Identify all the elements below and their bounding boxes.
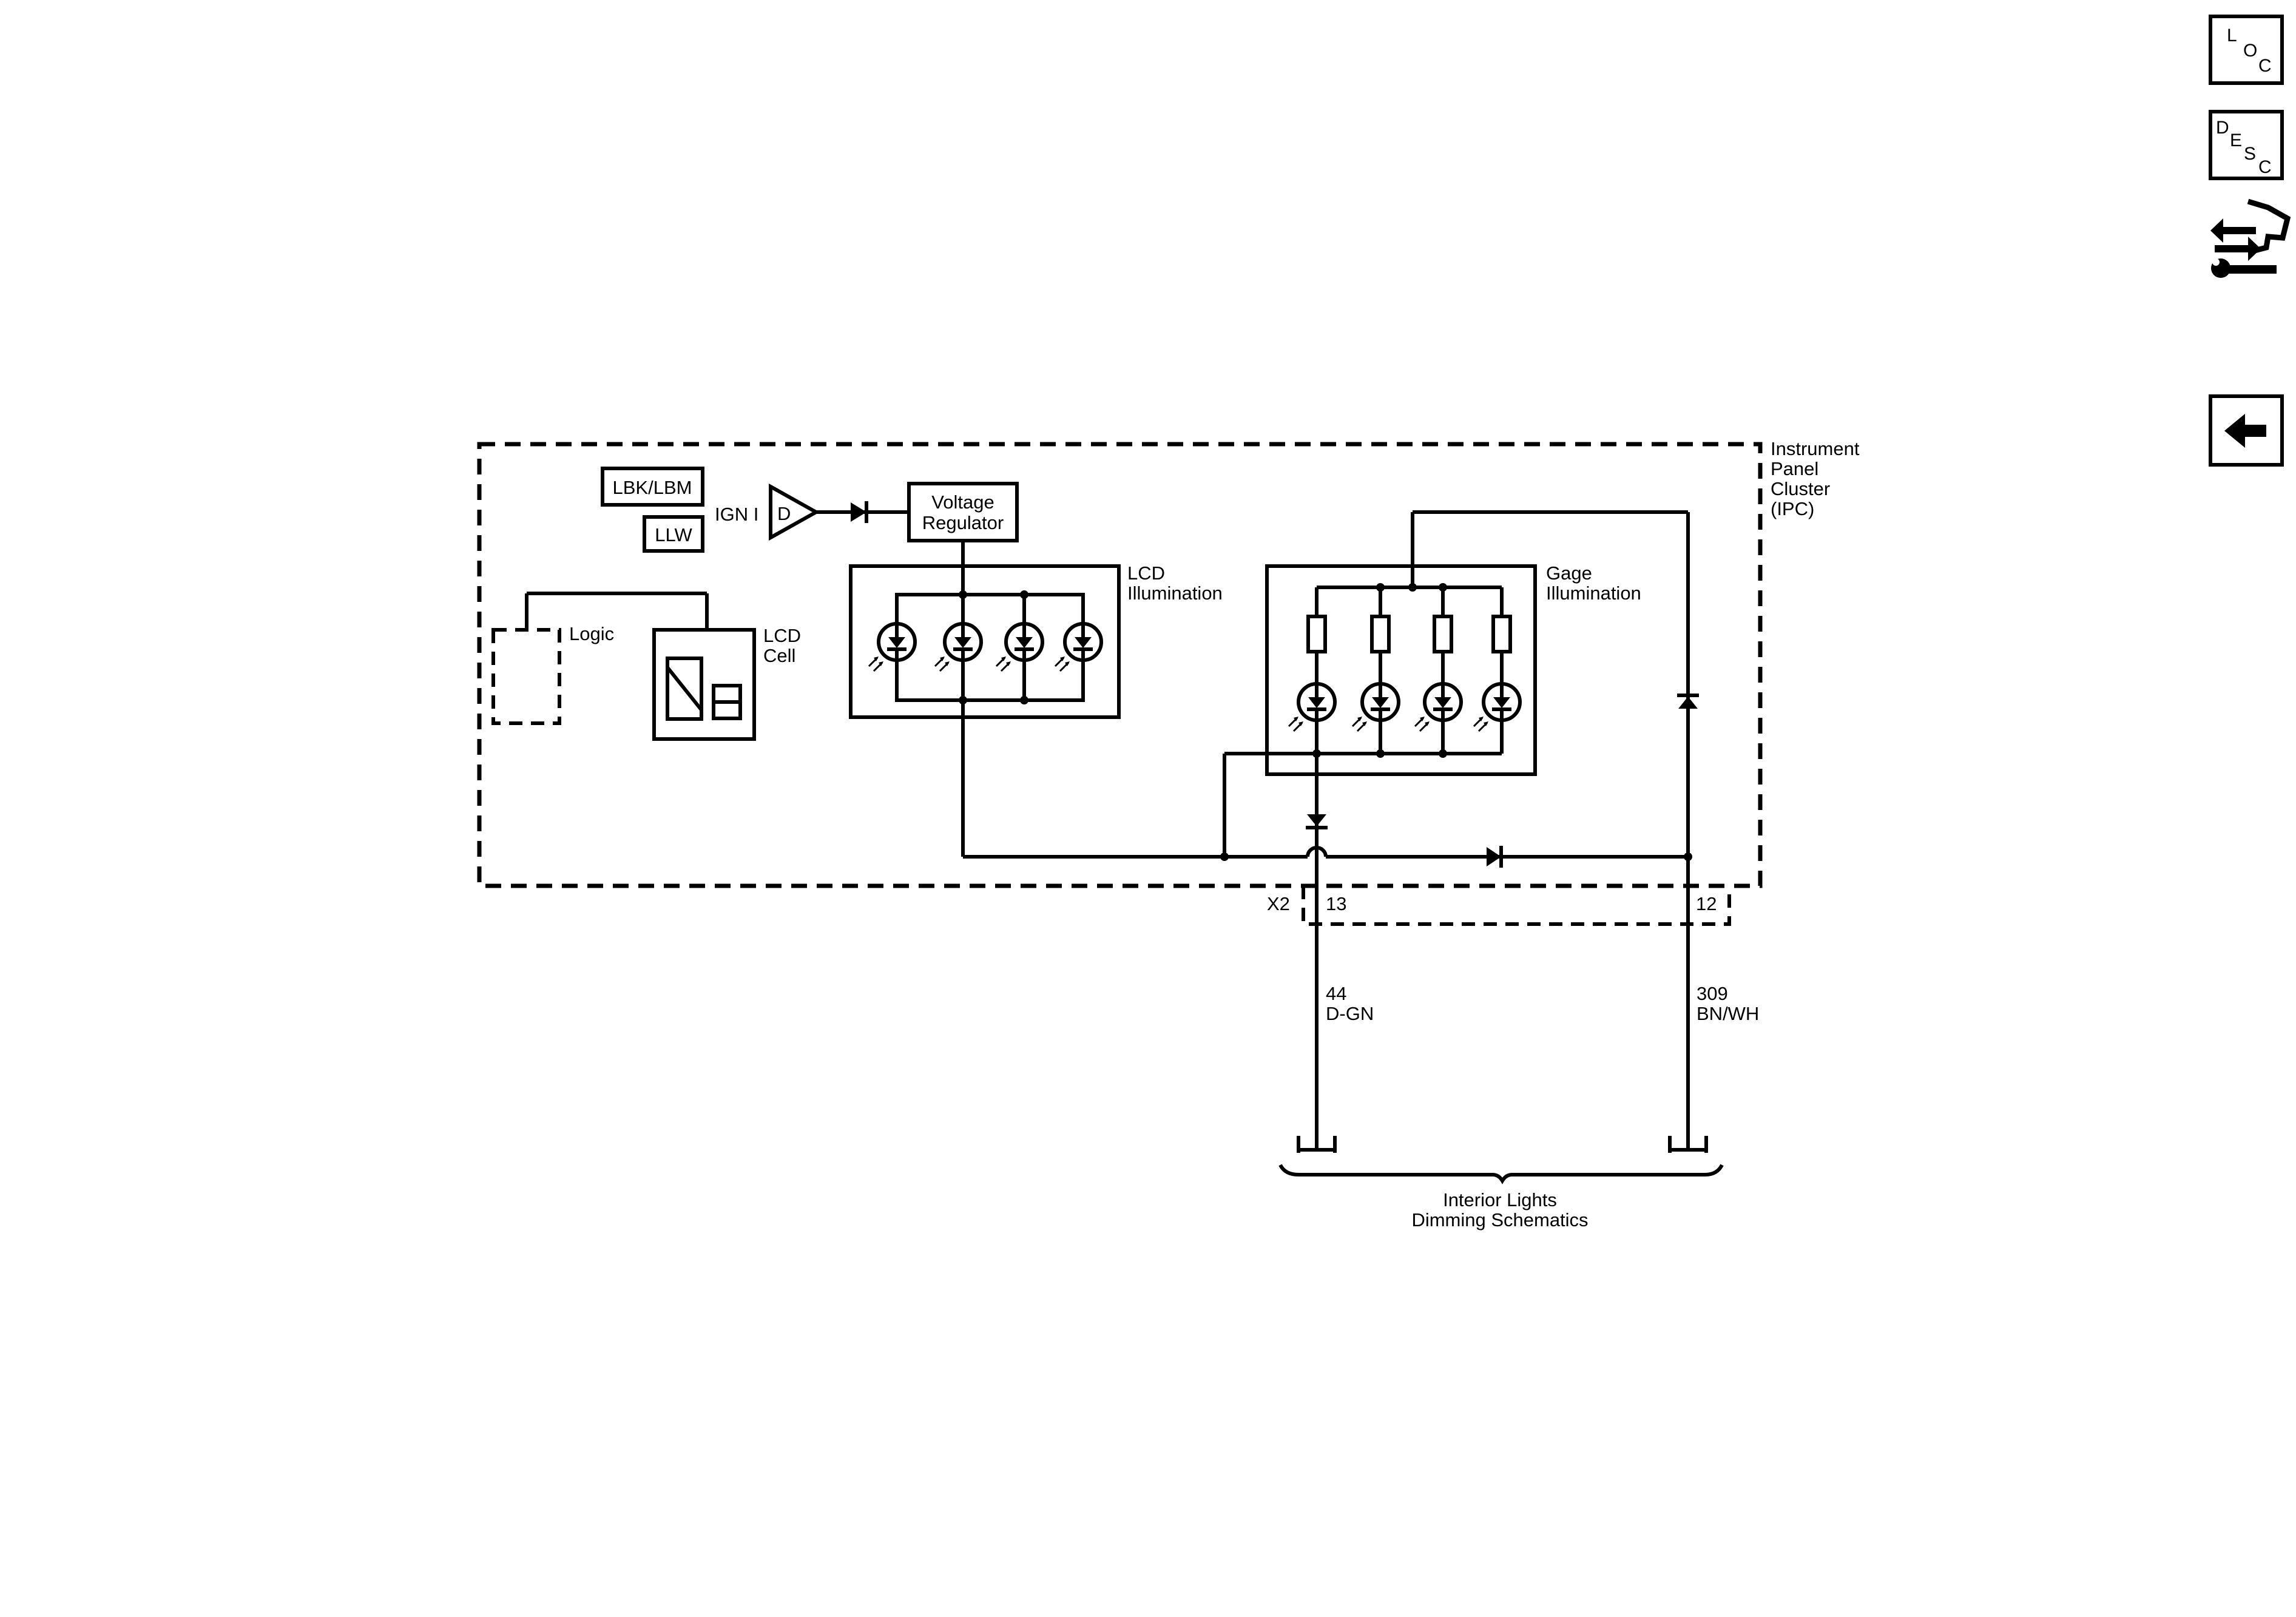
gage-branch-1 [1289,587,1335,754]
logic-block: Logic [491,623,614,725]
desc-button[interactable]: D E S C [2209,110,2284,180]
diode-bus [1487,846,1503,868]
back-arrow-icon [2224,414,2266,448]
module-label-line1: Instrument [1771,438,1860,459]
back-button[interactable] [2209,394,2284,467]
loc-button[interactable]: L O C [2209,15,2284,85]
lbk-lbm-badge: LBK/LBM [601,467,704,507]
connector-x2: X2 13 12 [1267,886,1731,926]
lcd-cell-block: LCD Cell [652,625,801,741]
driver-letter: D [777,503,791,524]
lcd-illum-line1: LCD [1127,562,1165,584]
loc-letter-3: C [2258,56,2272,76]
ign-label: IGN I [715,504,758,525]
terminal-44 [1297,1136,1337,1153]
diode-ign [851,501,868,523]
driver-amplifier: D [769,483,820,541]
desc-letter-1: D [2216,118,2229,138]
voltage-regulator: Voltage Regulator [907,482,1019,542]
gage-branch-3 [1415,587,1461,754]
gage-branch-2 [1352,587,1399,754]
diagnostic-arrows-wrench-icon[interactable] [2210,198,2291,278]
lcd-cell-line2: Cell [763,645,795,666]
regulator-line2: Regulator [922,512,1004,533]
gage-branch-4 [1474,587,1520,754]
desc-letter-2: E [2230,130,2242,150]
loc-letter-1: L [2227,25,2237,46]
gage-illum-line2: Illumination [1546,582,1641,604]
pin-12-label: 12 [1696,893,1717,914]
llw-badge: LLW [643,515,704,553]
gage-illum-line1: Gage [1546,562,1592,584]
logic-label: Logic [569,623,614,644]
lcd-illum-line2: Illumination [1127,582,1223,604]
wire-44-color: D-GN [1326,1003,1374,1024]
module-label-line4: (IPC) [1771,498,1814,519]
module-label-line2: Panel [1771,458,1818,479]
lbk-lbm-text: LBK/LBM [613,477,692,498]
destination-line1: Interior Lights [1443,1189,1557,1210]
destination-link[interactable]: Interior Lights Dimming Schematics [1278,1164,1724,1230]
wire-44-circuit: 44 [1326,983,1346,1004]
module-label-line3: Cluster [1771,478,1830,499]
wire-309-circuit: 309 [1697,983,1728,1004]
desc-letter-4: C [2258,157,2272,177]
lcd-cell-line1: LCD [763,625,801,646]
loc-letter-2: O [2243,41,2257,61]
gage-illumination-box: Gage Illumination [1265,562,1641,776]
pin-13-label: 13 [1326,893,1346,914]
wire-309-color: BN/WH [1697,1003,1759,1024]
lcd-illumination-box: LCD Illumination [849,562,1223,719]
llw-text: LLW [655,524,692,545]
diode-gage [1306,814,1328,829]
desc-letter-3: S [2244,144,2256,164]
terminal-309 [1668,1136,1708,1153]
ipc-module: Instrument Panel Cluster (IPC) [477,438,1860,888]
destination-line2: Dimming Schematics [1411,1209,1588,1230]
connector-name: X2 [1267,893,1290,914]
regulator-line1: Voltage [931,491,994,513]
diode-right [1677,694,1699,709]
